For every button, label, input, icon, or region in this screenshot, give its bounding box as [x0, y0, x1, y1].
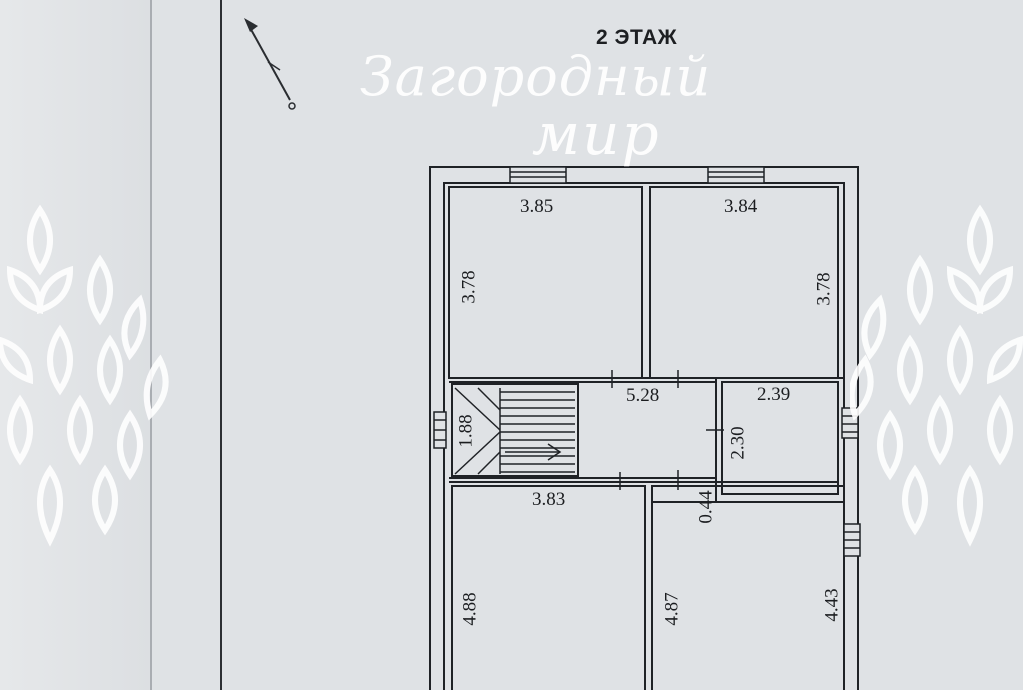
hall-width: 5.28	[626, 385, 660, 406]
watermark-line-2: мир	[532, 100, 661, 168]
windows	[433, 166, 861, 557]
room-top-left-width: 3.85	[520, 196, 554, 217]
door-marks	[611, 370, 838, 490]
room-bottom-right-outline	[651, 485, 845, 690]
room-bottom-right-depth: 4.87	[661, 592, 683, 626]
room-bottom-left-width: 3.83	[532, 489, 566, 510]
drawing-frame-line	[220, 0, 222, 690]
watermark-line-1: Загородный	[360, 45, 712, 108]
room-bottom-left-outline	[451, 485, 646, 690]
room-bottom-left-depth: 4.88	[459, 592, 481, 626]
room-top-left-depth: 3.78	[458, 270, 480, 304]
bathroom-depth: 2.30	[727, 426, 749, 460]
room-bottom-right-depth-right: 4.43	[821, 588, 843, 622]
bathroom-width: 2.39	[757, 384, 791, 405]
room-top-right-width: 3.84	[724, 196, 758, 217]
room-top-right-depth: 3.78	[813, 272, 835, 306]
lotus-ornament-right-icon	[850, 204, 1023, 547]
gap-dimension: 0.44	[695, 490, 717, 524]
floor-title: 2 ЭТАЖ	[596, 26, 678, 49]
bathroom-outline	[721, 381, 839, 495]
lotus-ornament-left-icon	[0, 204, 169, 547]
stair-depth: 1.88	[455, 414, 477, 448]
stair-treads	[454, 387, 575, 475]
